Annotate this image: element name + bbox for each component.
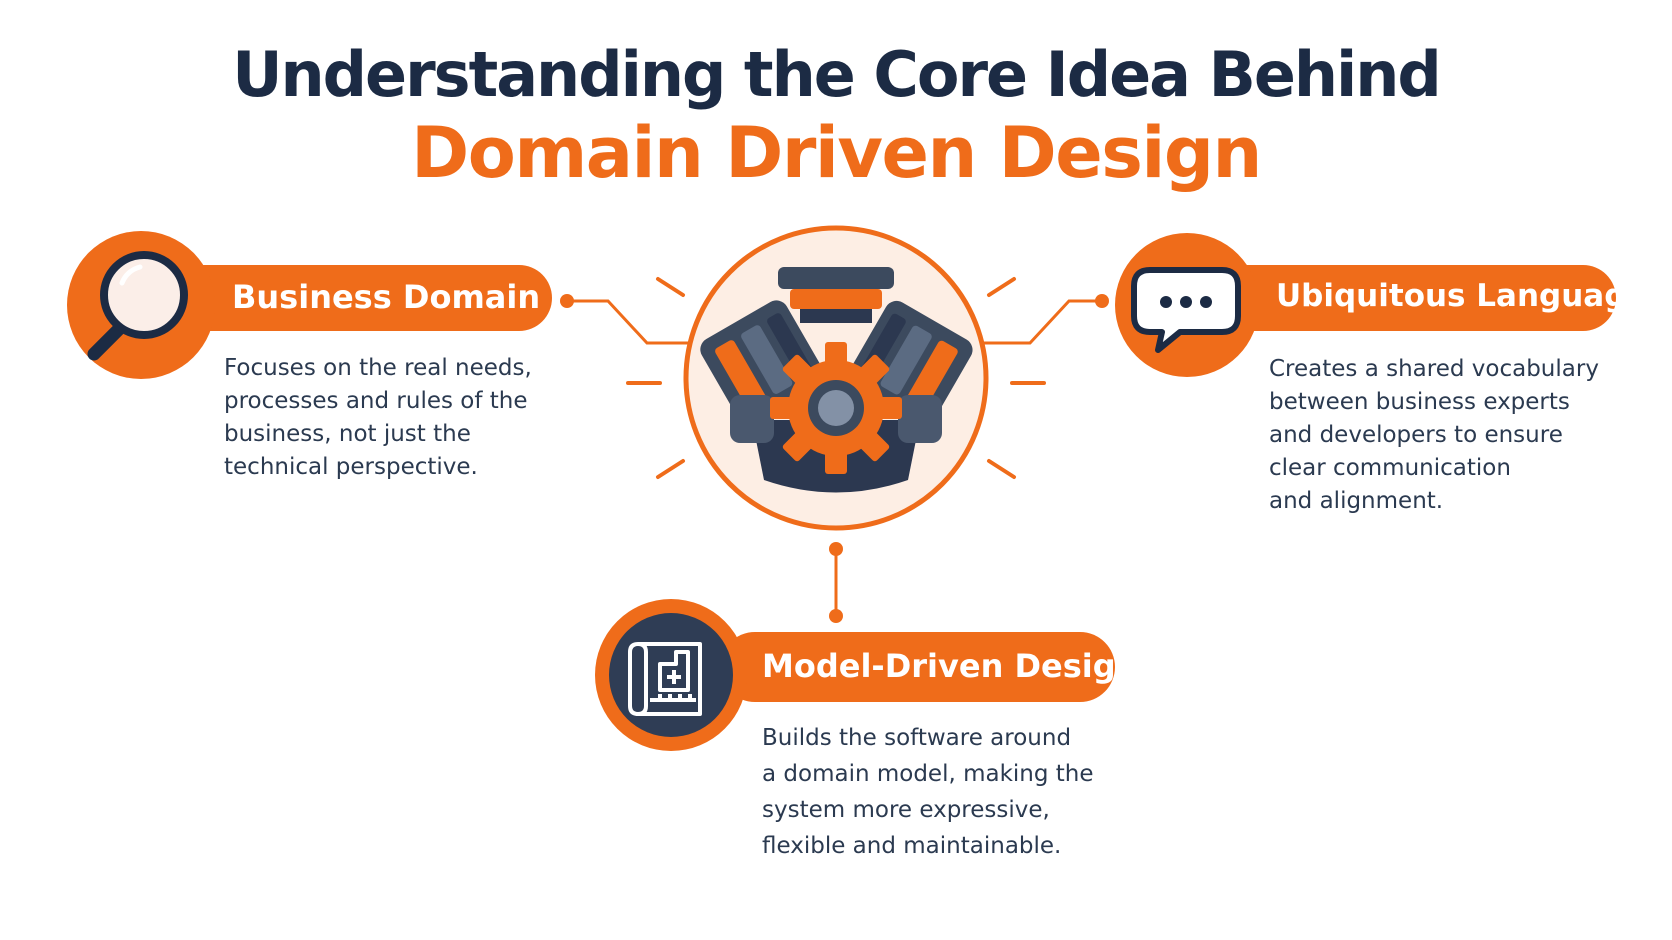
page-subtitle: Domain Driven Design bbox=[411, 112, 1262, 194]
node-business-domain bbox=[67, 231, 552, 379]
connector-right bbox=[982, 299, 1102, 345]
node-ubiquitous-language bbox=[1115, 233, 1616, 377]
ubiquitous-language-desc-line: clear communication bbox=[1269, 455, 1511, 481]
model-driven-design-desc-line: system more expressive, bbox=[762, 797, 1050, 823]
ubiquitous-language-desc-line: and alignment. bbox=[1269, 488, 1444, 514]
page-title: Understanding the Core Idea Behind bbox=[232, 38, 1442, 111]
model-driven-design-desc-line: a domain model, making the bbox=[762, 761, 1094, 787]
connector-bottom-dot-top bbox=[829, 542, 843, 556]
business-domain-desc-line: technical perspective. bbox=[224, 454, 478, 480]
ubiquitous-language-desc-line: Creates a shared vocabulary bbox=[1269, 356, 1599, 382]
node-model-driven-design bbox=[595, 599, 1115, 751]
ubiquitous-language-label: Ubiquitous Language bbox=[1276, 278, 1648, 314]
business-domain-desc-line: processes and rules of the bbox=[224, 388, 528, 414]
center-hub bbox=[626, 225, 1046, 531]
model-driven-design-desc-line: flexible and maintainable. bbox=[762, 833, 1062, 859]
ubiquitous-language-description: Creates a shared vocabulary between busi… bbox=[1269, 353, 1599, 518]
hub-rays bbox=[626, 277, 1046, 479]
ubiquitous-language-desc-line: and developers to ensure bbox=[1269, 422, 1563, 448]
magnifier-icon bbox=[87, 251, 188, 361]
connector-left bbox=[567, 299, 690, 345]
connector-bottom-dot-bottom bbox=[829, 609, 843, 623]
ubiquitous-language-desc-line: between business experts bbox=[1269, 389, 1570, 415]
connector-left-dot bbox=[560, 294, 574, 308]
business-domain-desc-line: Focuses on the real needs, bbox=[224, 355, 532, 381]
business-domain-label: Business Domain bbox=[232, 278, 541, 316]
model-driven-design-label: Model-Driven Design bbox=[762, 647, 1139, 685]
model-driven-design-description: Builds the software around a domain mode… bbox=[762, 720, 1094, 864]
connector-right-dot bbox=[1095, 294, 1109, 308]
model-driven-design-desc-line: Builds the software around bbox=[762, 725, 1072, 751]
speech-bubble-icon bbox=[1131, 267, 1241, 353]
engine-gear-icon bbox=[700, 267, 973, 493]
blueprint-icon bbox=[628, 642, 702, 716]
business-domain-desc-line: business, not just the bbox=[224, 421, 471, 447]
business-domain-description: Focuses on the real needs, processes and… bbox=[224, 352, 532, 484]
